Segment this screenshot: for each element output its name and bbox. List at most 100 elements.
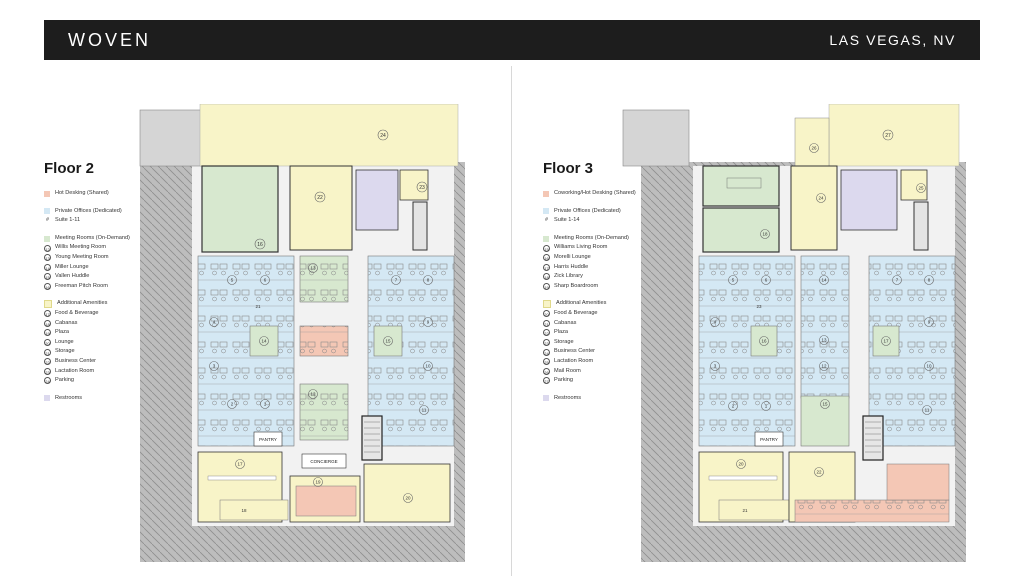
svg-text:16: 16 xyxy=(257,242,263,248)
svg-text:4: 4 xyxy=(213,320,216,325)
svg-text:3: 3 xyxy=(714,364,717,369)
svg-text:5: 5 xyxy=(231,278,234,283)
svg-text:8: 8 xyxy=(427,278,430,283)
svg-text:24: 24 xyxy=(818,196,824,201)
svg-text:11: 11 xyxy=(925,408,930,413)
amenity-swatch xyxy=(44,300,52,309)
meeting-room xyxy=(249,325,279,357)
meeting-room-swatch xyxy=(543,235,549,242)
meeting-room xyxy=(750,325,778,357)
hot-desking-area xyxy=(886,463,950,501)
header-bar: WOVEN LAS VEGAS, NV xyxy=(44,20,980,60)
svg-text:1: 1 xyxy=(765,404,768,409)
business-center xyxy=(790,165,838,251)
legend-suite: #Suite 1-14 xyxy=(543,216,636,226)
legend-meeting-rooms: Meeting Rooms (On-Demand) xyxy=(44,234,130,244)
svg-text:13: 13 xyxy=(821,338,827,343)
legend-private-offices: Private Offices (Dedicated) xyxy=(543,207,636,217)
brand-logo: WOVEN xyxy=(68,30,152,50)
svg-text:21: 21 xyxy=(255,304,261,309)
svg-text:1: 1 xyxy=(264,402,267,407)
svg-text:23: 23 xyxy=(756,304,762,309)
meeting-room xyxy=(373,325,403,357)
svg-text:12: 12 xyxy=(821,364,827,369)
legend-hot-desking: Hot Desking (Shared) xyxy=(44,189,130,199)
svg-text:19: 19 xyxy=(315,480,321,485)
hot-desking-swatch xyxy=(543,190,549,197)
svg-text:25: 25 xyxy=(918,186,924,191)
svg-text:7: 7 xyxy=(395,278,398,283)
parking-area xyxy=(199,104,459,167)
svg-text:6: 6 xyxy=(765,278,768,283)
meeting-room xyxy=(872,325,900,357)
legend-amenities: Additional Amenities xyxy=(44,299,130,309)
floor2-legend: Floor 2 Hot Desking (Shared) Private Off… xyxy=(44,160,130,411)
svg-text:15: 15 xyxy=(822,402,828,407)
lactation-room xyxy=(399,169,429,201)
svg-text:16: 16 xyxy=(761,339,767,344)
parking-area xyxy=(828,104,960,167)
svg-text:2: 2 xyxy=(732,404,735,409)
cabanas xyxy=(718,499,790,521)
restroom xyxy=(840,169,898,231)
floor2-title: Floor 2 xyxy=(44,160,95,177)
concierge-desk xyxy=(301,453,347,469)
svg-text:14: 14 xyxy=(261,339,267,344)
svg-text:PANTRY: PANTRY xyxy=(760,437,778,442)
legend-meeting-rooms: Meeting Rooms (On-Demand) xyxy=(543,234,636,244)
business-center xyxy=(289,165,353,251)
svg-text:8: 8 xyxy=(928,278,931,283)
svg-text:2: 2 xyxy=(231,402,234,407)
lounge xyxy=(363,463,451,523)
pitch-room xyxy=(201,165,279,253)
page-divider xyxy=(511,66,512,576)
floor3-legend: Floor 3 Coworking/Hot Desking (Shared) P… xyxy=(543,160,636,411)
svg-text:21: 21 xyxy=(742,508,748,513)
boardroom xyxy=(702,165,780,207)
elevator-core xyxy=(913,201,929,251)
private-office-swatch xyxy=(44,208,50,215)
pantry xyxy=(754,431,784,447)
hash-icon: # xyxy=(46,217,49,224)
svg-text:20: 20 xyxy=(405,496,411,501)
svg-text:20: 20 xyxy=(738,462,744,467)
svg-text:PANTRY: PANTRY xyxy=(259,437,277,442)
svg-text:17: 17 xyxy=(883,339,889,344)
hot-desking-swatch xyxy=(44,190,50,197)
svg-text:10: 10 xyxy=(425,364,431,369)
svg-text:24: 24 xyxy=(380,133,386,139)
svg-text:10: 10 xyxy=(926,364,932,369)
amenity-swatch xyxy=(543,300,551,309)
svg-text:13: 13 xyxy=(310,266,316,271)
svg-text:18: 18 xyxy=(241,508,247,513)
legend-restrooms: Restrooms xyxy=(44,394,130,404)
cabanas xyxy=(219,499,289,521)
svg-text:27: 27 xyxy=(885,133,891,139)
svg-text:22: 22 xyxy=(816,470,822,475)
stairwell xyxy=(139,109,205,167)
floor3-title: Floor 3 xyxy=(543,160,594,177)
svg-text:11: 11 xyxy=(422,408,427,413)
svg-text:5: 5 xyxy=(732,278,735,283)
svg-text:15: 15 xyxy=(385,339,391,344)
meeting-room-swatch xyxy=(44,235,50,242)
restroom xyxy=(355,169,399,231)
